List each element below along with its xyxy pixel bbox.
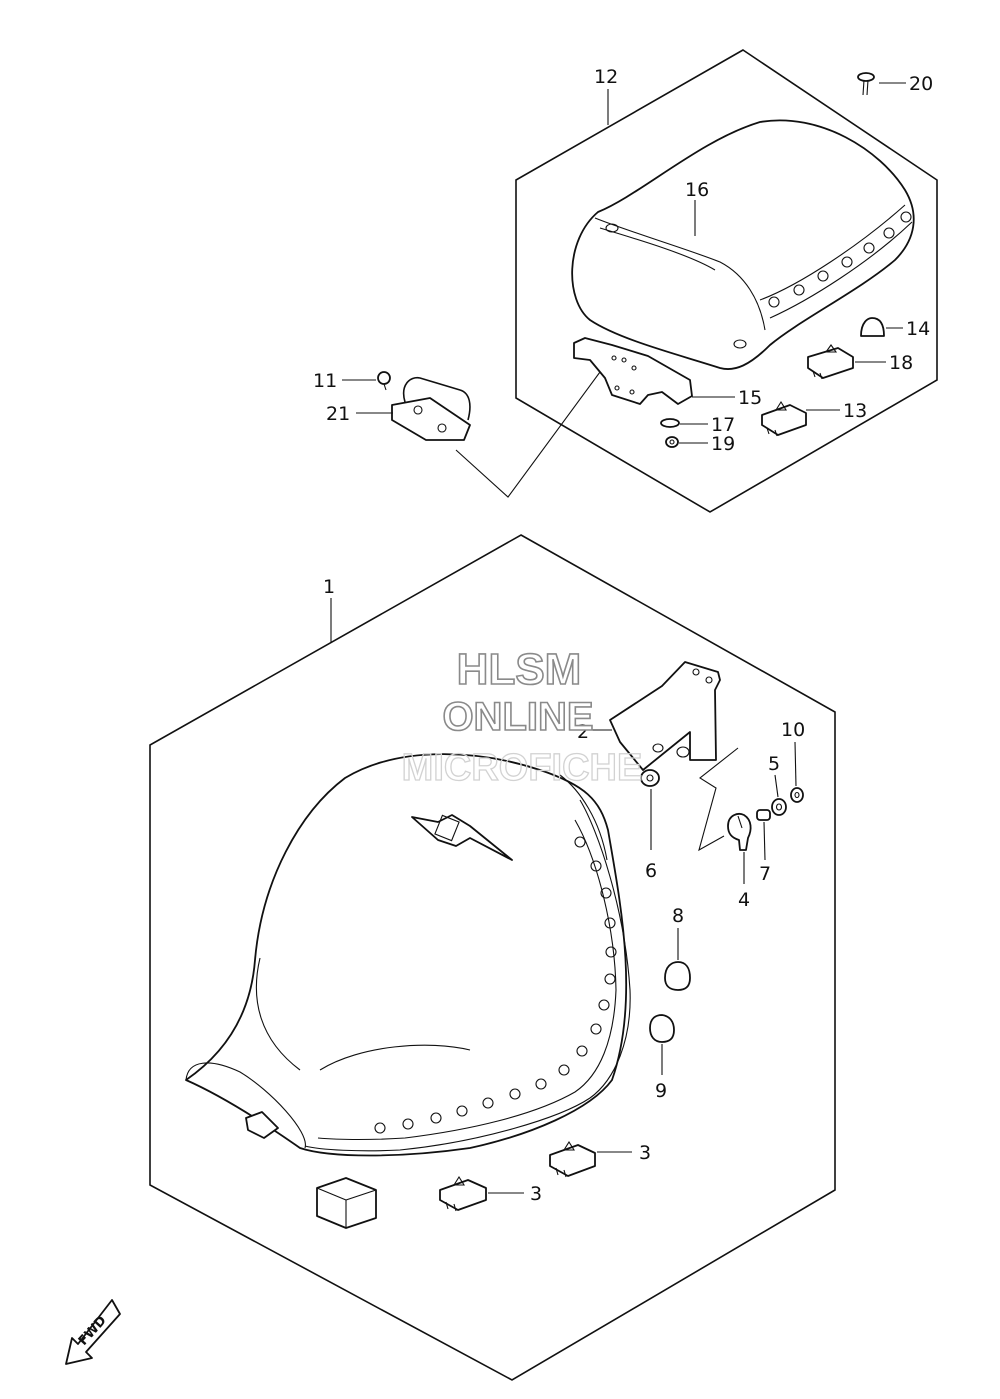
cushion-block-3-upper: [549, 1140, 596, 1178]
callout-10: 10: [781, 719, 805, 741]
callout-5: 5: [768, 753, 780, 775]
callout-18: 18: [889, 352, 913, 374]
cushion-block-18: [807, 344, 854, 380]
cushion-block-3-lower: [439, 1175, 487, 1212]
watermark-line1: HLSM: [457, 645, 582, 694]
callout-3b: 3: [530, 1183, 542, 1205]
washer-17: [660, 418, 680, 428]
callout-1: 1: [323, 576, 335, 598]
cushion-9: [649, 1014, 675, 1043]
seat-bracket-2: [609, 661, 721, 771]
cushion-block-13: [761, 400, 807, 437]
callout-8: 8: [672, 905, 684, 927]
callout-3a: 3: [639, 1142, 651, 1164]
pillion-seat-bracket: [573, 337, 693, 405]
callout-7: 7: [759, 863, 771, 885]
watermark-line2: ONLINE: [442, 695, 593, 739]
front-seat-group-outline: [149, 534, 836, 1381]
cushion-14: [860, 317, 885, 337]
callout-14: 14: [906, 318, 930, 340]
fwd-arrow-icon: FWD: [65, 1299, 121, 1365]
callout-13: 13: [843, 400, 867, 422]
bolt-11: [377, 371, 391, 391]
handle-bracket-21: [391, 376, 471, 441]
callout-20: 20: [909, 73, 933, 95]
callout-4: 4: [738, 889, 750, 911]
callout-12: 12: [594, 66, 618, 88]
washer-5: [771, 798, 787, 816]
callout-9: 9: [655, 1080, 667, 1102]
handle-connector-line: [455, 371, 601, 498]
nut-19: [665, 436, 679, 448]
callout-21: 21: [326, 403, 350, 425]
callout-15: 15: [738, 387, 762, 409]
main-seat: [185, 753, 631, 1157]
seat-storage-box: [316, 1177, 377, 1229]
callout-19: 19: [711, 433, 735, 455]
nut-10: [790, 787, 804, 803]
callout-6: 6: [645, 860, 657, 882]
collar-7: [756, 809, 771, 821]
callout-16: 16: [685, 179, 709, 201]
rear-seat-group-outline: [515, 49, 938, 513]
screw-20: [857, 72, 875, 96]
pillion-seat-cushion: [571, 119, 915, 370]
watermark-line3: MICROFICHE: [402, 747, 643, 789]
cushion-8: [664, 961, 691, 991]
callout-2: 2: [577, 721, 589, 743]
callout-11: 11: [313, 370, 337, 392]
callout-17: 17: [711, 414, 735, 436]
washer-6: [640, 769, 660, 787]
seat-latch-4: [727, 813, 752, 851]
